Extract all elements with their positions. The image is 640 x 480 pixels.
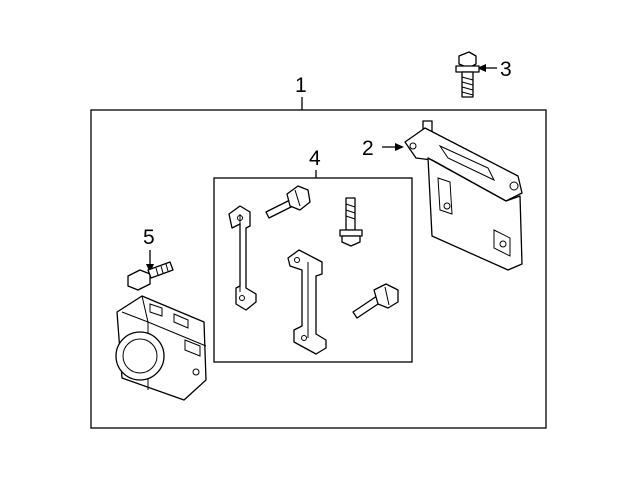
callout-5-arrow	[146, 264, 154, 273]
bolt-part-3	[455, 51, 480, 98]
callout-2: 2	[362, 137, 374, 160]
callout-5: 5	[143, 226, 155, 249]
mounting-bracket-part-2	[404, 120, 523, 271]
bolt-kit	[339, 197, 363, 247]
assembly-frame	[90, 109, 547, 429]
callout-3-arrow	[477, 64, 486, 72]
bracket-kit-frame	[213, 177, 413, 363]
bracket-right	[287, 249, 327, 355]
callout-1: 1	[295, 74, 307, 97]
lamp-unit	[115, 295, 207, 401]
callout-3: 3	[500, 58, 512, 81]
callout-2-arrow	[395, 143, 404, 151]
callout-4: 4	[309, 147, 321, 170]
thumb-screw-lower	[352, 283, 399, 319]
thumb-screw-upper	[265, 185, 311, 219]
bolt-part-5	[127, 261, 174, 291]
bracket-left	[228, 205, 257, 311]
